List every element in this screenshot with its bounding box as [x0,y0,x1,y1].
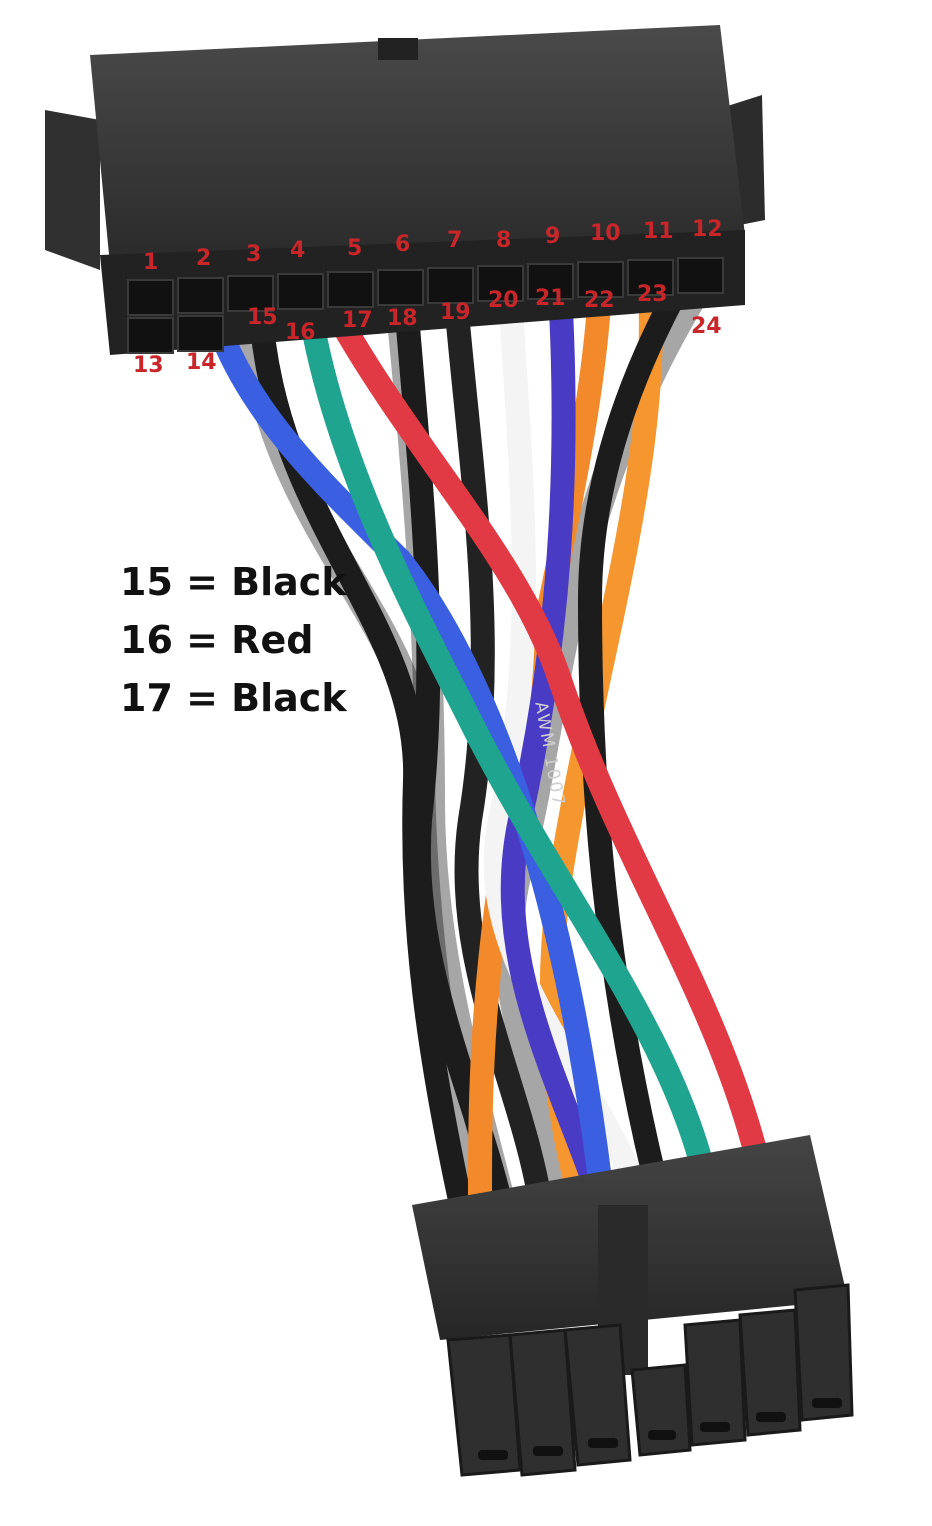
pin-label-8: 8 [496,228,512,253]
pin-label-14: 14 [186,350,217,375]
lenovo-14-pin-connector [412,1135,854,1477]
pin-label-1: 1 [143,250,159,275]
pin-label-10: 10 [590,221,621,246]
pin-label-3: 3 [246,242,262,267]
wire-black-19 [443,278,552,1212]
pin-label-6: 6 [395,232,411,257]
pin-label-9: 9 [545,224,561,249]
pin-label-18: 18 [387,306,418,331]
pin-label-16: 16 [285,320,316,345]
legend-line-pin-16: 16 = Red [120,618,314,662]
pin-label-2: 2 [196,246,212,271]
pin-label-15: 15 [247,305,278,330]
pin-label-17: 17 [342,308,373,333]
pin-label-7: 7 [447,228,463,253]
pin-label-21: 21 [535,286,566,311]
pin-label-19: 19 [440,300,471,325]
pin-label-22: 22 [584,288,615,313]
atx-24-pin-connector [45,25,765,355]
pin-label-5: 5 [347,236,363,261]
pin-label-11: 11 [643,219,674,244]
pin-label-24: 24 [691,314,722,339]
pin-label-13: 13 [133,353,164,378]
pin-label-4: 4 [290,238,306,263]
wire-color-legend: 15 = Black 16 = Red 17 = Black [120,553,347,727]
wire-green-4 [293,258,722,1212]
wire-bundle [193,238,772,1215]
pin-label-20: 20 [488,288,519,313]
pin-label-23: 23 [637,282,668,307]
wire-blue-2 [193,268,612,1192]
legend-line-pin-15: 15 = Black [120,560,347,604]
legend-line-pin-17: 17 = Black [120,676,347,720]
wire-red-16 [328,308,772,1182]
pin-label-12: 12 [692,217,723,242]
